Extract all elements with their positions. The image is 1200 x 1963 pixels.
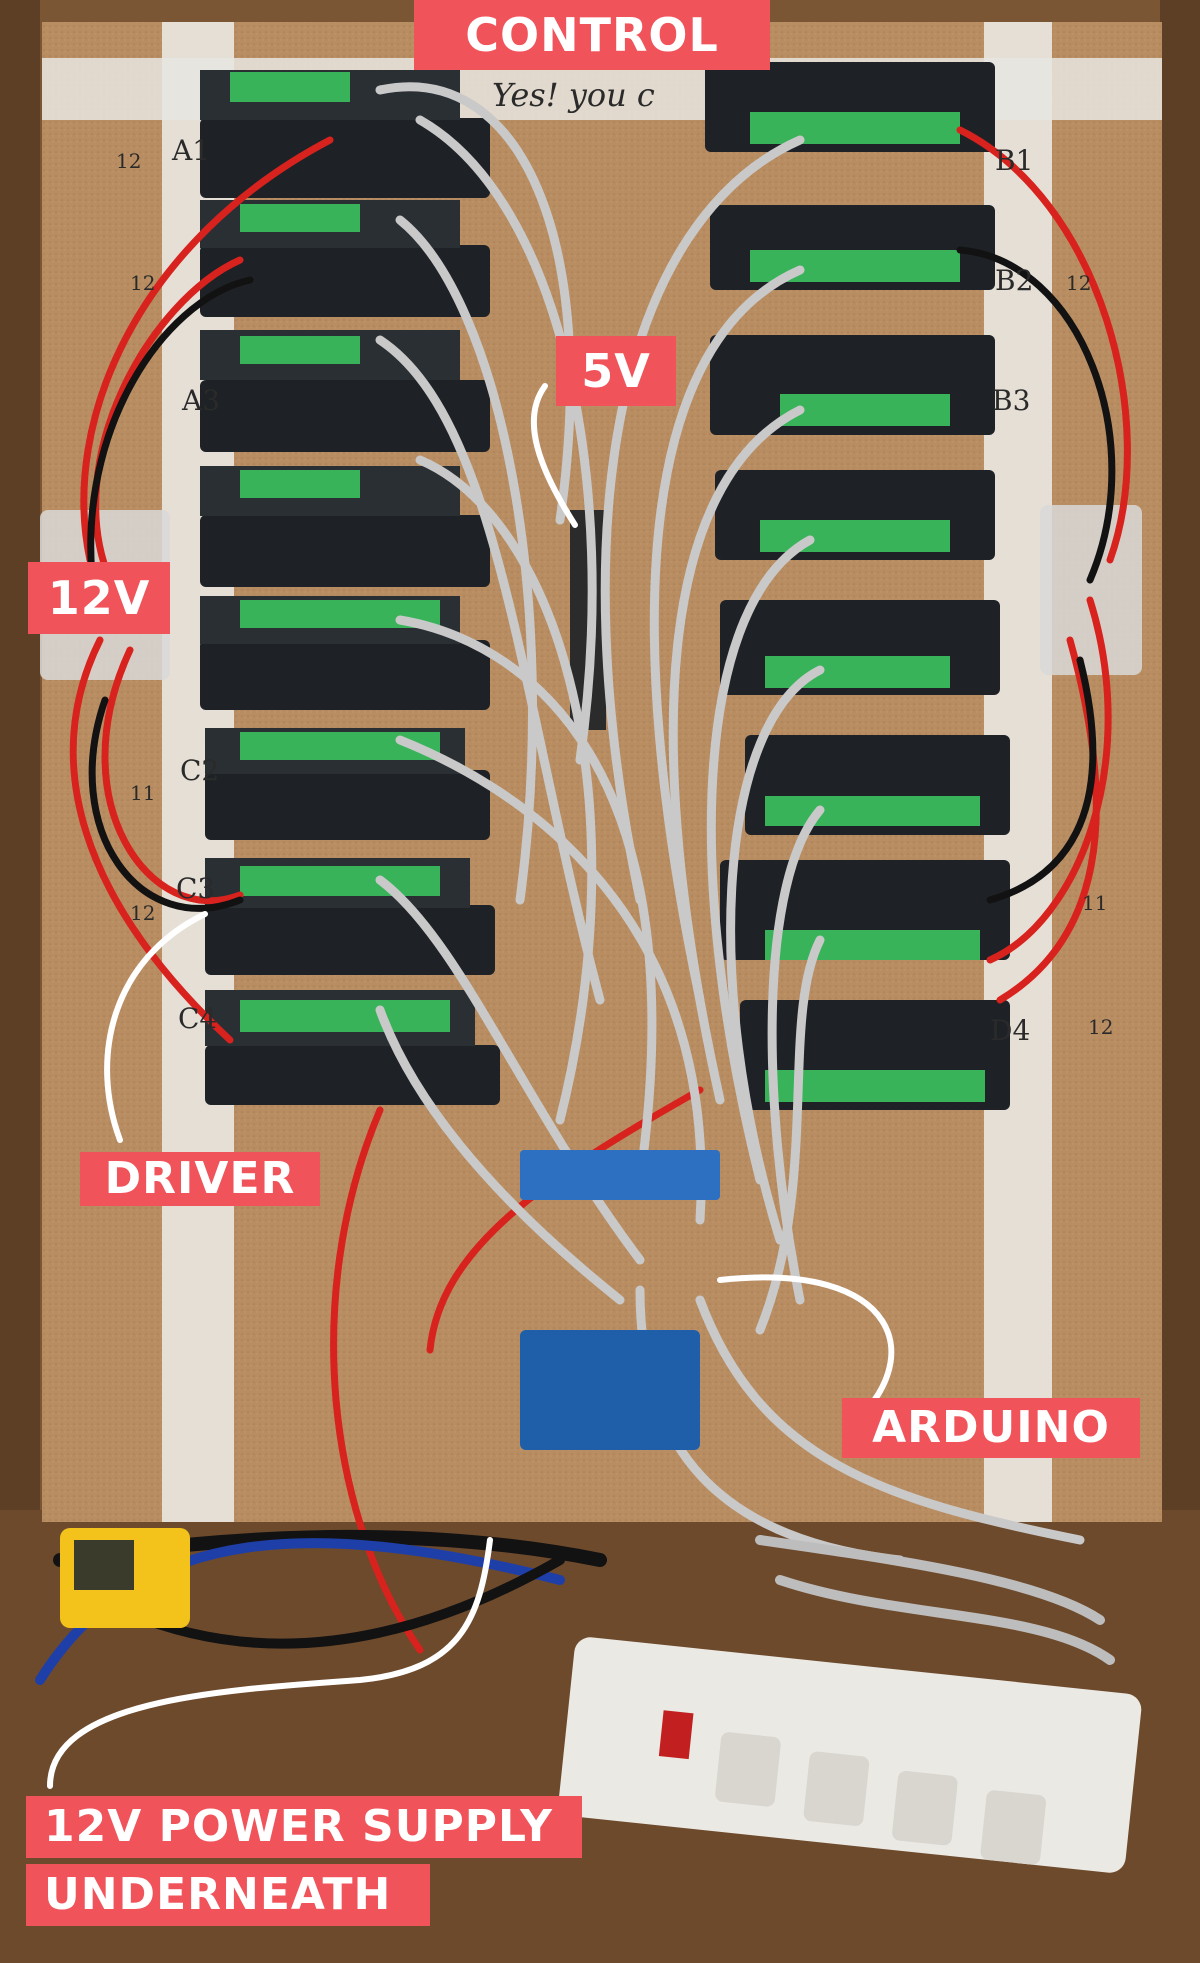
voltage-mark: 12 [116,149,141,173]
power-supply-callout-line2: UNDERNEATH [26,1864,430,1926]
power-supply-callout-line1: 12V POWER SUPPLY [26,1796,582,1858]
five-volt-callout: 5V [556,336,676,406]
driver-column-right [705,62,1010,1110]
power-wires-black [87,246,1116,912]
driver-column-left [200,70,500,1105]
twelve-volt-callout: 12V [28,562,170,634]
voltage-mark: 11 [1082,891,1107,915]
board-label-left: C4 [178,1002,217,1035]
voltage-mark: 12 [130,901,155,925]
stepper-driver-icon [715,470,995,560]
driver-callout: DRIVER [80,1152,320,1206]
board-label-left: C3 [176,872,215,905]
terminal-block-icon [1040,505,1142,675]
stepper-driver-icon [745,735,1010,835]
stepper-driver-icon [205,728,490,840]
arduino-callout: ARDUINO [842,1398,1140,1458]
stepper-driver-icon [200,330,490,452]
board-label-right: B1 [995,144,1033,177]
board-label-right: D4 [990,1014,1030,1047]
stepper-driver-icon [205,990,500,1105]
voltage-mark: 12 [1066,271,1091,295]
stepper-driver-icon [200,200,490,317]
control-callout: CONTROL [414,0,770,70]
callout-arrow-icon [530,383,578,528]
board-label-left: A1 [171,134,210,167]
handwritten-note: Yes! you c [492,76,655,114]
board-label-left: A3 [181,384,220,417]
callout-arrow-icon [47,1537,493,1789]
stepper-driver-icon [740,1000,1010,1110]
callout-arrows [47,383,895,1789]
stepper-driver-icon [720,600,1000,695]
stepper-driver-icon [200,466,490,587]
voltage-mark: 11 [130,781,155,805]
stepper-driver-icon [720,860,1010,960]
arduino-board-icon [520,1330,700,1450]
stepper-driver-icon [200,596,490,710]
board-label-right: B3 [992,384,1030,417]
stepper-driver-icon [705,62,995,152]
board-label-right: B2 [995,264,1033,297]
stepper-driver-icon [710,205,995,290]
power-wires-red [69,126,1131,1654]
callout-arrow-icon [104,911,208,1143]
voltage-mark: 12 [1088,1015,1113,1039]
power-strip-icon [558,1637,1142,1873]
stepper-driver-icon [710,335,995,435]
board-label-left: C2 [180,754,219,787]
arduino-board-icon [520,1150,720,1200]
voltage-mark: 12 [130,271,155,295]
